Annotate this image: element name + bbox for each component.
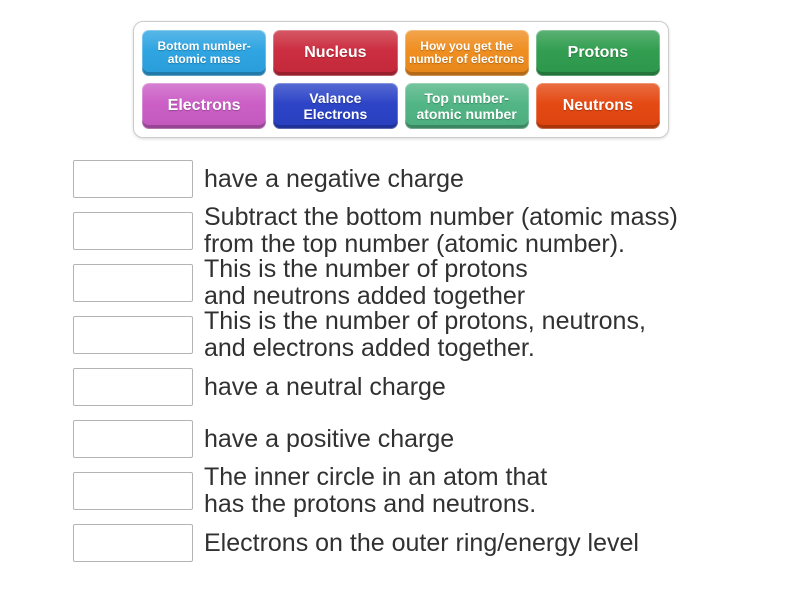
answer-dropzone-3[interactable]	[73, 264, 193, 302]
clue-text-6: have a positive charge	[204, 424, 455, 453]
clue-text-2: Subtract the bottom number (atomic mass)…	[204, 204, 678, 258]
clue-line: This is the number of protons	[204, 255, 528, 283]
answer-dropzone-4[interactable]	[73, 316, 193, 354]
word-tile-valance-electrons[interactable]: Valance Electrons	[273, 83, 398, 129]
answer-dropzone-8[interactable]	[73, 524, 193, 562]
word-tile-neutrons[interactable]: Neutrons	[535, 83, 660, 129]
word-bank: Bottom number-atomic mass Nucleus How yo…	[133, 21, 669, 138]
answer-dropzone-5[interactable]	[73, 368, 193, 406]
clue-line: have a negative charge	[204, 164, 464, 193]
match-row-8: Electrons on the outer ring/energy level	[73, 517, 733, 569]
answer-dropzone-7[interactable]	[73, 472, 193, 510]
match-row-3: This is the number of protons and neutro…	[73, 256, 733, 310]
word-tile-electrons[interactable]: Electrons	[142, 83, 267, 129]
match-row-1: have a negative charge	[73, 153, 733, 205]
match-row-5: have a neutral charge	[73, 361, 733, 413]
match-row-4: This is the number of protons, neutrons,…	[73, 308, 733, 362]
clue-line: Subtract the bottom number (atomic mass)	[204, 203, 678, 231]
match-row-6: have a positive charge	[73, 413, 733, 465]
clue-line: The inner circle in an atom that	[204, 463, 548, 491]
clue-line: This is the number of protons, neutrons,	[204, 307, 646, 335]
clue-line: from the top number (atomic number).	[204, 230, 625, 258]
clue-text-5: have a neutral charge	[204, 372, 446, 401]
match-row-2: Subtract the bottom number (atomic mass)…	[73, 204, 733, 258]
clue-line: has the protons and neutrons.	[204, 490, 537, 518]
clue-text-3: This is the number of protons and neutro…	[204, 256, 528, 310]
clue-text-8: Electrons on the outer ring/energy level	[204, 528, 639, 557]
word-tile-protons[interactable]: Protons	[535, 30, 660, 76]
clue-text-7: The inner circle in an atom that has the…	[204, 464, 547, 518]
clue-line: have a neutral charge	[204, 372, 446, 401]
word-tile-nucleus[interactable]: Nucleus	[273, 30, 398, 76]
answer-dropzone-6[interactable]	[73, 420, 193, 458]
clue-text-4: This is the number of protons, neutrons,…	[204, 308, 646, 362]
match-row-7: The inner circle in an atom that has the…	[73, 464, 733, 518]
clue-text-1: have a negative charge	[204, 164, 464, 193]
answer-dropzone-2[interactable]	[73, 212, 193, 250]
word-tile-how-you-get-number-of-electrons[interactable]: How you get the number of electrons	[404, 30, 529, 76]
match-list: have a negative charge Subtract the bott…	[73, 153, 733, 569]
clue-line: have a positive charge	[204, 424, 455, 453]
clue-line: Electrons on the outer ring/energy level	[204, 528, 639, 557]
clue-line: and electrons added together.	[204, 334, 535, 362]
answer-dropzone-1[interactable]	[73, 160, 193, 198]
word-tile-bottom-number-atomic-mass[interactable]: Bottom number-atomic mass	[142, 30, 267, 76]
word-tile-top-number-atomic-number[interactable]: Top number-atomic number	[404, 83, 529, 129]
clue-line: and neutrons added together	[204, 282, 526, 310]
